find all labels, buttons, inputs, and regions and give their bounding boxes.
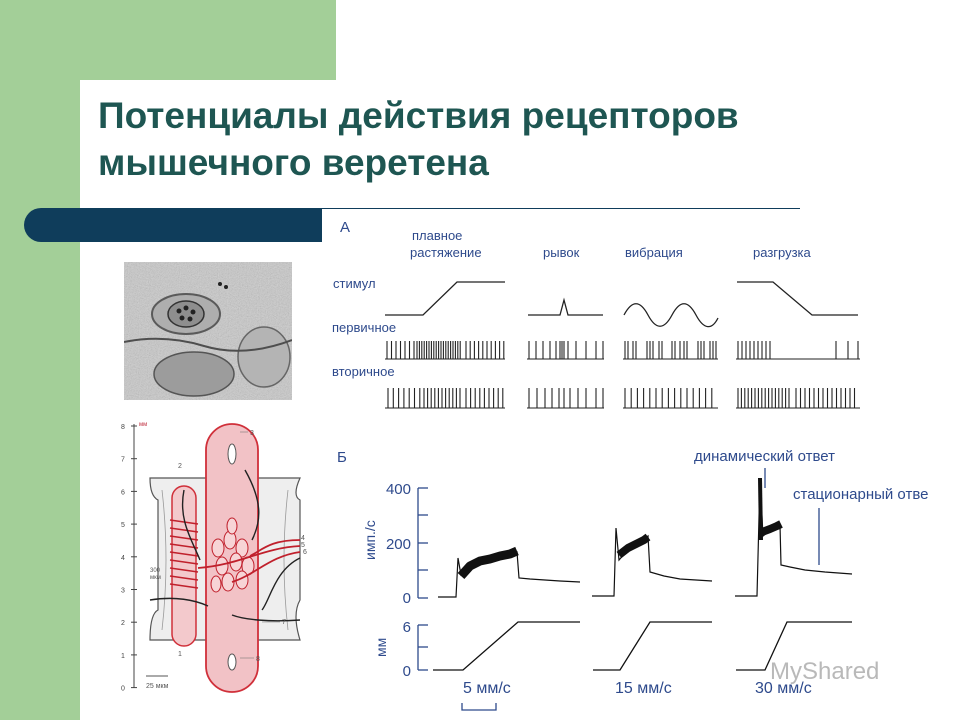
- rate-band-30: [760, 520, 783, 536]
- rate-tick-400: 400: [386, 481, 411, 498]
- speed-30: 30 мм/с: [755, 680, 812, 697]
- length-tick-6: 6: [403, 619, 411, 636]
- rate-axis-label: имп./с: [362, 520, 378, 560]
- title-line-2: мышечного веретена: [98, 142, 489, 183]
- annotation-dynamic: динамический ответ: [694, 448, 835, 465]
- nuclear-chain-fiber: [171, 485, 197, 647]
- stimulus-smooth-stretch: [385, 281, 505, 316]
- row-primary: первичное: [332, 320, 396, 335]
- scale-number: 3: [121, 588, 125, 595]
- time-scale-bar: [461, 703, 497, 711]
- title-line-1: Потенциалы действия рецепторов: [98, 95, 739, 136]
- callout-7: 7: [282, 619, 286, 626]
- callout-6: 6: [303, 549, 307, 556]
- length-ramp-5: [433, 621, 580, 671]
- title-divider-bar: [24, 208, 322, 242]
- slide-title: Потенциалы действия рецепторов мышечного…: [98, 92, 898, 186]
- condition-jerk: рывок: [543, 245, 580, 260]
- length-axis-label: мм: [373, 638, 389, 657]
- secondary-spike-trains: [385, 388, 860, 409]
- rate-band-5: [457, 546, 519, 580]
- panel-a-label: А: [340, 219, 350, 236]
- callout-4: 4: [301, 535, 305, 542]
- scale-top-unit: мм: [139, 422, 147, 428]
- micro-label-300: 300: [150, 568, 161, 574]
- left-green-band: [0, 0, 80, 720]
- top-green-block: [80, 0, 336, 80]
- callout-8: 8: [256, 656, 260, 663]
- speed-15: 15 мм/с: [615, 680, 672, 697]
- scale-number: 8: [121, 424, 125, 431]
- stimulus-unloading: [737, 281, 858, 316]
- micro-label-unit: мкм: [150, 575, 161, 581]
- primary-spike-trains: [385, 341, 860, 360]
- condition-smooth-1: плавное: [412, 228, 462, 243]
- micro-scale-bar: 25 мкм: [146, 683, 169, 690]
- row-secondary: вторичное: [332, 364, 395, 379]
- scale-number: 6: [121, 489, 125, 496]
- callout-1: 1: [178, 651, 182, 658]
- rate-band-15: [616, 533, 651, 559]
- speed-5: 5 мм/с: [463, 680, 511, 697]
- row-stimulus: стимул: [333, 276, 376, 291]
- condition-unloading: разгрузка: [753, 245, 812, 260]
- scale-number: 2: [121, 620, 125, 627]
- spindle-micrograph: [124, 262, 292, 400]
- condition-vibration: вибрация: [625, 245, 683, 260]
- rate-trace-15: [592, 527, 713, 597]
- watermark-text: MyShared: [770, 658, 880, 685]
- callout-3: 3: [250, 430, 254, 437]
- length-ramp-30: [736, 621, 852, 671]
- scale-number: 7: [121, 457, 125, 464]
- length-ramp-15: [593, 621, 712, 671]
- scale-number: 4: [121, 555, 125, 562]
- panel-b-label: Б: [337, 449, 347, 466]
- callout-5: 5: [301, 542, 305, 549]
- stimulus-vibration: [623, 303, 719, 328]
- callout-2: 2: [178, 463, 182, 470]
- annotation-static: стационарный отве: [793, 486, 928, 503]
- stimulus-jerk: [528, 297, 603, 316]
- rate-tick-0: 0: [403, 590, 411, 607]
- scale-number: 0: [121, 686, 125, 693]
- scale-number: 1: [121, 653, 125, 660]
- title-divider-line: [322, 208, 800, 209]
- condition-smooth-2: растяжение: [410, 245, 482, 260]
- scale-number: 5: [121, 522, 125, 529]
- length-tick-0: 0: [403, 663, 411, 680]
- rate-tick-200: 200: [386, 536, 411, 553]
- rate-peak-30: [758, 477, 763, 541]
